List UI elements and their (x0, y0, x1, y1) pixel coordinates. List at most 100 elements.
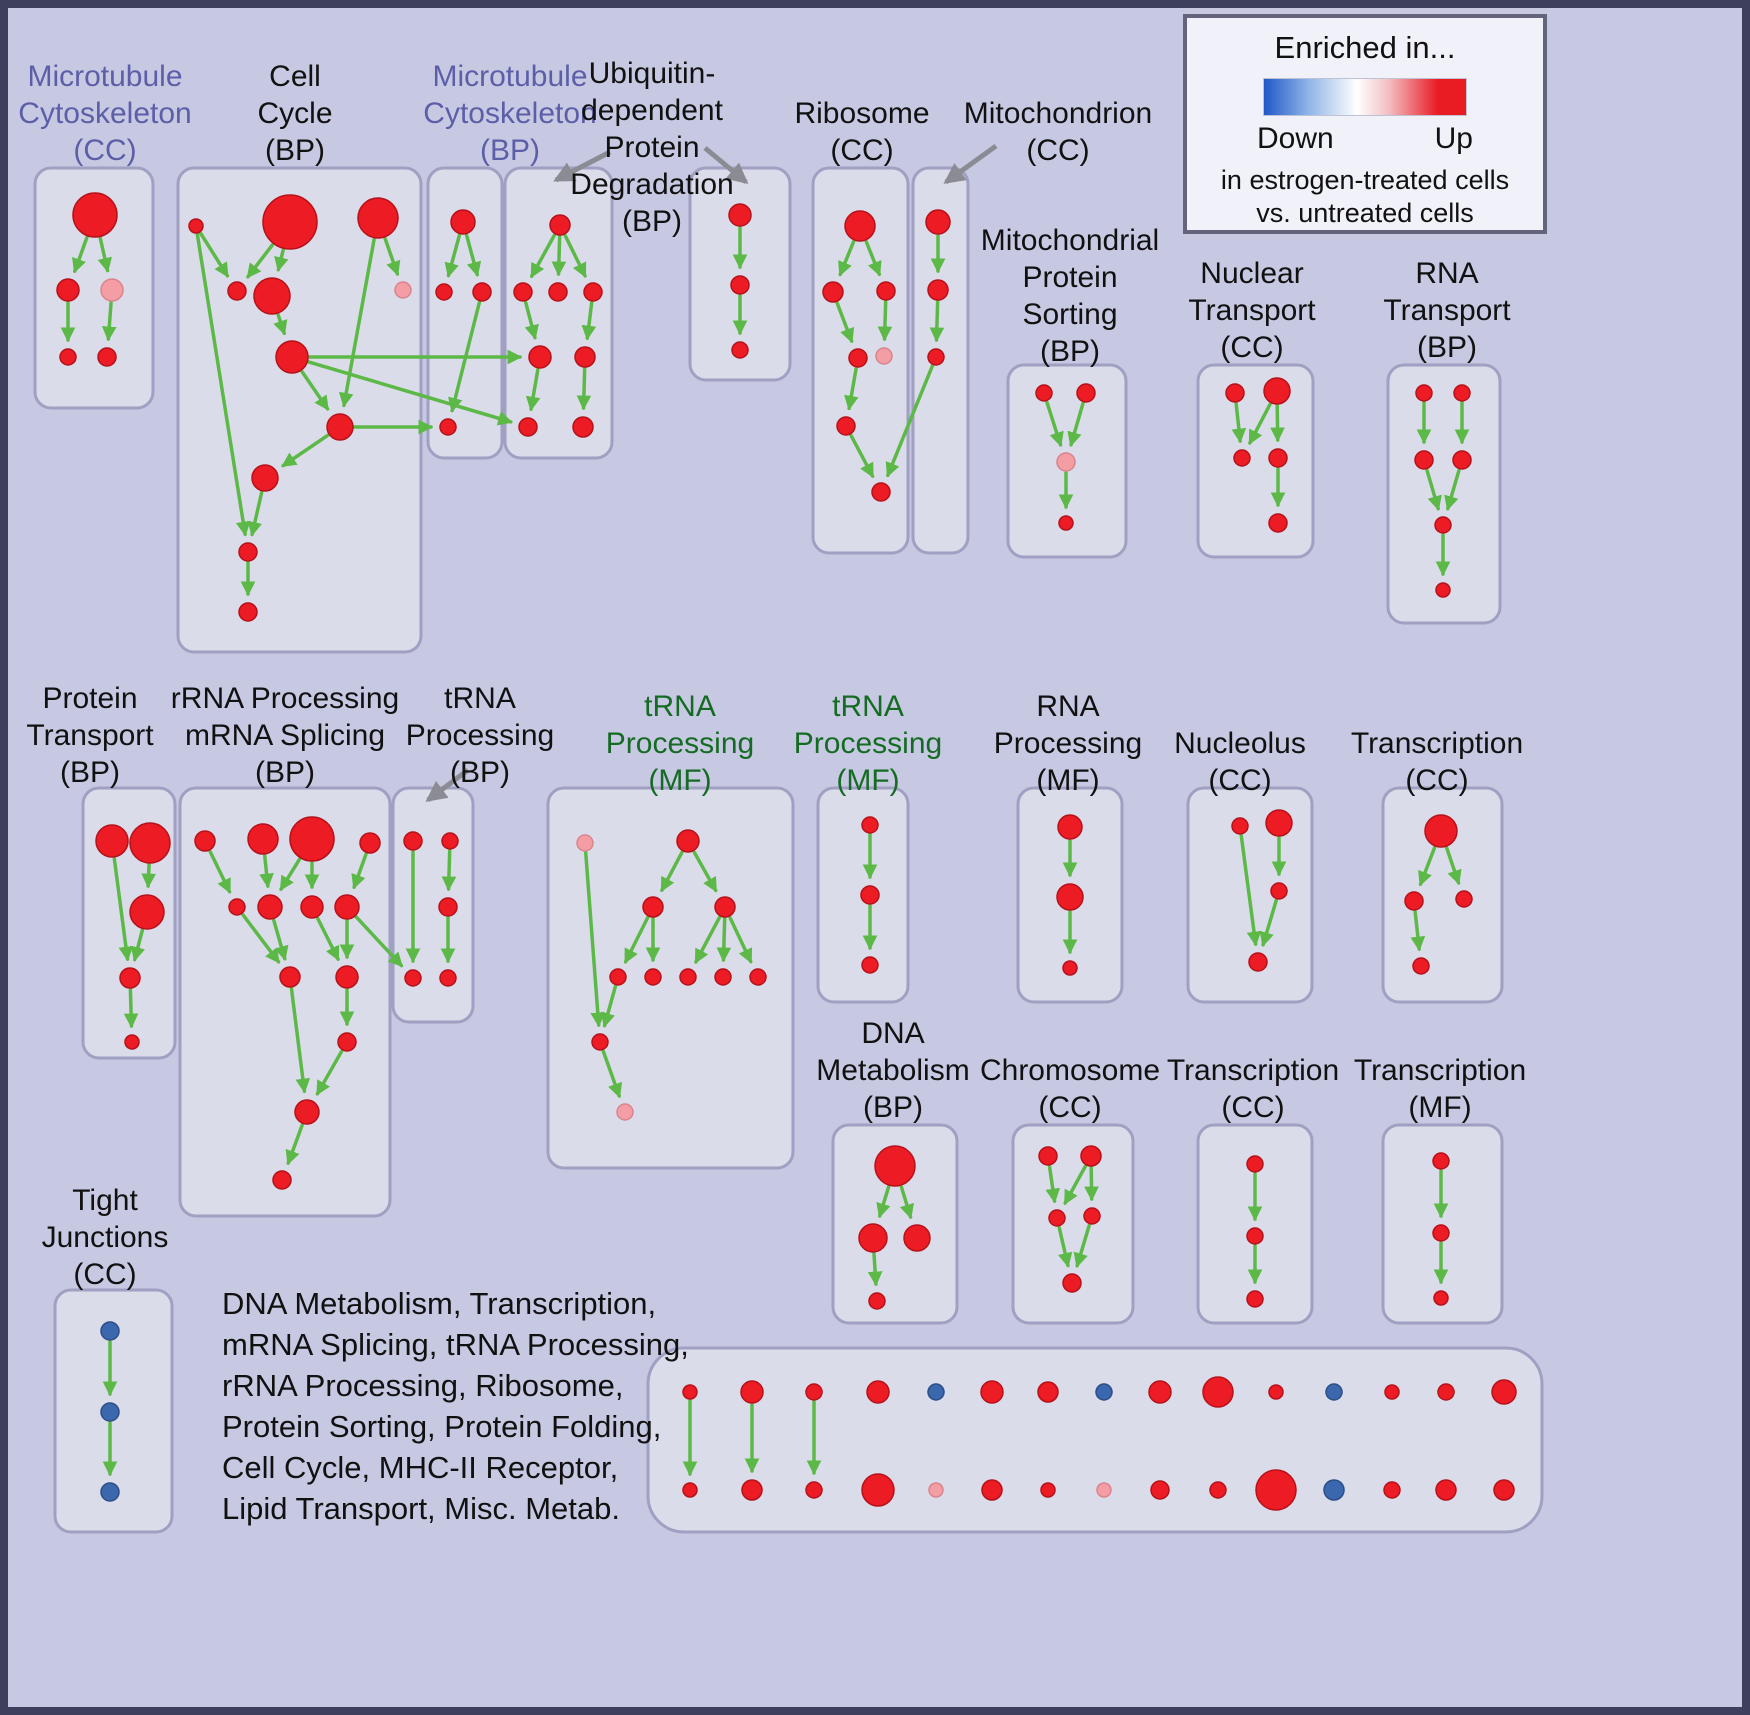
misc-summary-box-node-10 (1268, 1384, 1284, 1400)
cross-edge-arrow (885, 357, 937, 478)
microtubule-cytoskeleton-cc-node-0 (72, 192, 118, 238)
trna-processing-mf-1-node-8 (749, 968, 767, 986)
misc-categories-note: DNA Metabolism, Transcription,mRNA Splic… (222, 1286, 689, 1526)
edge-arrow (338, 237, 376, 408)
nuclear-transport-cc-node-4 (1268, 513, 1288, 533)
ubiquitin-degradation-bp-node-1 (513, 282, 533, 302)
ubiquitin-degradation-bp-node-7 (572, 416, 594, 438)
edge-arrow (316, 916, 340, 962)
dna-metabolism-bp-node-2 (903, 1224, 931, 1252)
dna-metabolism-bp-node-1 (858, 1223, 888, 1253)
edge-arrow (1248, 402, 1272, 445)
protein-transport-bp-node-1 (129, 822, 171, 864)
ribosome-cc-node-5 (836, 416, 856, 436)
edge-arrow (623, 915, 650, 964)
misc-summary-box-box (646, 1346, 1544, 1534)
edge-arrow (259, 854, 274, 889)
transcription-cc-2-node-1 (1246, 1227, 1264, 1245)
misc-summary-box-node-17 (805, 1481, 823, 1499)
edge-arrow (529, 233, 556, 279)
ubiquitin-degradation-bp-node-6 (518, 417, 538, 437)
cell-cycle-bp-node-7 (326, 413, 354, 441)
misc-summary-box-node-6 (1037, 1381, 1059, 1403)
microtubule-cytoskeleton-cc-node-1 (56, 278, 80, 302)
edge-arrow (441, 849, 457, 892)
legend-downup-row: Down Up (1257, 122, 1473, 156)
misc-summary-box-node-5 (980, 1380, 1004, 1404)
misc-summary-box-node-16 (741, 1479, 763, 1501)
mitochondrion-cc-node-1 (927, 279, 949, 301)
trna-processing-mf-1-node-1 (676, 829, 700, 853)
transcription-cc-2-node-2 (1246, 1290, 1264, 1308)
dna-metabolism-bp-node-3 (868, 1292, 886, 1310)
edge-arrow (383, 237, 401, 277)
tight-junctions-cc-node-2 (100, 1482, 120, 1502)
edge-arrow (835, 301, 855, 344)
trna-processing-bp-node-4 (439, 969, 457, 987)
edge-arrow (97, 236, 112, 273)
ubiquitin-degradation-bp-node-3 (583, 282, 603, 302)
edge-arrow (600, 984, 618, 1028)
edge-arrow (1445, 846, 1462, 885)
cell-cycle-bp-node-1 (262, 194, 318, 250)
edge-arrow (444, 233, 462, 278)
misc-summary-box-node-0 (682, 1384, 698, 1400)
dna-metabolism-bp-box (831, 1123, 959, 1325)
edge-arrow (838, 239, 856, 277)
edge-arrow (274, 248, 289, 272)
ribosome-cc-label: Ribosome(CC) (794, 97, 930, 167)
transcription-cc-1-node-3 (1412, 957, 1430, 975)
edge-arrow (692, 850, 718, 893)
ribosome-cc-node-2 (876, 281, 896, 301)
chromosome-cc-node-1 (1080, 1145, 1102, 1167)
transcription-mf-label: Transcription(MF) (1353, 1054, 1527, 1124)
trna-processing-mf-1-node-0 (576, 834, 594, 852)
edge-arrow (1045, 400, 1064, 447)
misc-summary-box-node-19 (928, 1482, 944, 1498)
cross-edge-arrow (292, 355, 513, 426)
label-pointer-arrow (425, 768, 470, 802)
rrna-processing-mrna-splicing-bp-node-7 (334, 894, 360, 920)
trna-processing-mf-1-node-4 (609, 968, 627, 986)
misc-summary-box-node-2 (805, 1383, 823, 1401)
ribosome-cc-node-0 (844, 210, 876, 242)
trna-processing-mf-1-node-3 (714, 896, 736, 918)
edge-arrow (1067, 401, 1085, 447)
nuclear-transport-cc-node-1 (1263, 377, 1291, 405)
edge-arrow (524, 300, 539, 340)
transcription-mf-box (1381, 1123, 1504, 1325)
transcription-mf-node-0 (1432, 1152, 1450, 1170)
rna-transport-bp-node-2 (1414, 450, 1434, 470)
rrna-processing-mrna-splicing-bp-box (178, 786, 392, 1218)
misc-summary-box-node-18 (861, 1473, 895, 1507)
rrna-processing-mrna-splicing-bp-node-3 (359, 832, 381, 854)
edge-arrow (601, 1049, 623, 1099)
edge-arrow (279, 857, 302, 892)
edge-arrow (300, 370, 330, 411)
rrna-processing-mrna-splicing-bp-node-11 (294, 1099, 320, 1125)
edge-arrow (864, 240, 882, 277)
edge-arrow (1239, 834, 1262, 947)
nuclear-transport-cc-node-3 (1268, 448, 1288, 468)
microtubule-cytoskeleton-bp-node-0 (450, 209, 476, 235)
edge-arrow (123, 988, 139, 1029)
cell-cycle-bp-node-8 (251, 464, 279, 492)
misc-summary-box-node-4 (927, 1383, 945, 1401)
rna-processing-mf-node-0 (1057, 814, 1083, 840)
edge-arrow (246, 243, 275, 279)
transcription-cc-2-label: Transcription(CC) (1166, 1054, 1340, 1124)
edge-arrow (660, 850, 684, 893)
rrna-processing-mrna-splicing-bp-node-10 (337, 1032, 357, 1052)
edge-arrow (929, 300, 945, 343)
misc-summary-box-node-3 (866, 1380, 890, 1404)
edge-arrow (72, 235, 89, 274)
nodes-layer (56, 192, 1517, 1511)
edge-arrow (273, 313, 288, 336)
edge-arrow (716, 917, 732, 963)
edge-arrow (101, 301, 117, 342)
edge-arrow (1259, 898, 1278, 947)
cell-cycle-bp-node-9 (238, 542, 258, 562)
